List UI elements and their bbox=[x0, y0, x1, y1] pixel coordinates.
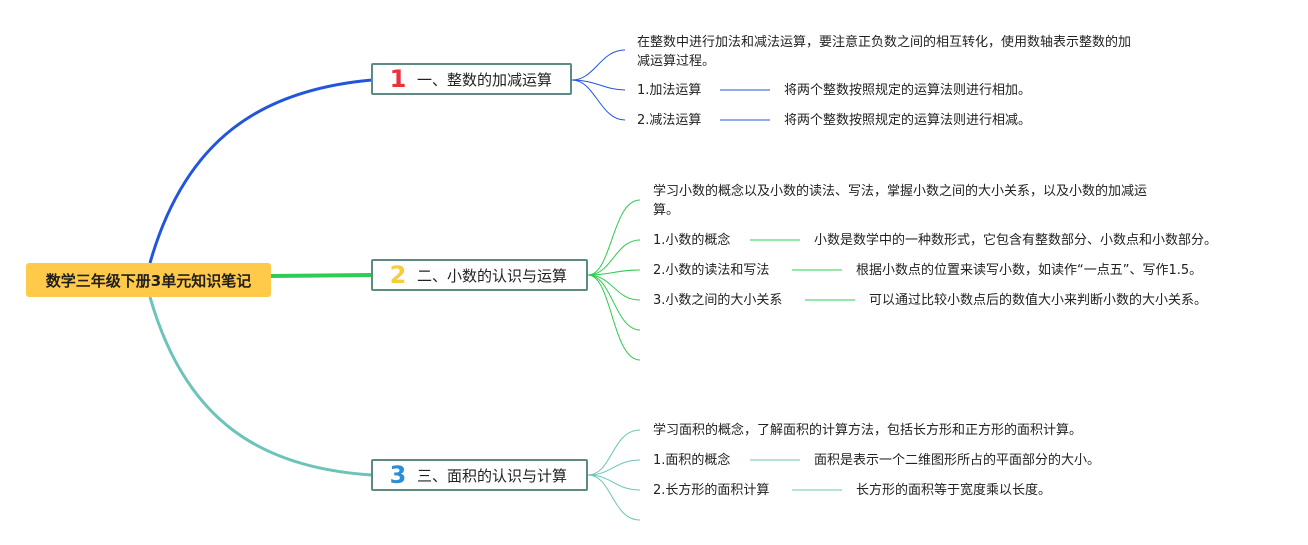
topic-3-summary: 学习面积的概念，了解面积的计算方法，包括长方形和正方形的面积计算。 bbox=[653, 423, 1083, 438]
root-label: 数学三年级下册3单元知识笔记 bbox=[45, 271, 252, 290]
root-node[interactable]: 数学三年级下册3单元知识笔记 bbox=[26, 263, 271, 297]
topic-1-summary: 在整数中进行加法和减法运算，要注意正负数之间的相互转化，使用数轴表示整数的加减运… bbox=[637, 35, 1132, 69]
topic-2-item-3-name: 3.小数之间的大小关系 bbox=[653, 293, 783, 308]
number-1-badge-icon: 1 bbox=[389, 65, 407, 93]
topic-node-2[interactable]: 2 二、小数的认识与运算 bbox=[371, 259, 588, 291]
topic-2-item-1-name: 1.小数的概念 bbox=[653, 233, 731, 248]
topic-2-item-3-desc: 可以通过比较小数点后的数值大小来判断小数的大小关系。 bbox=[869, 293, 1208, 308]
topic-1-item-1-desc: 将两个整数按照规定的运算法则进行相加。 bbox=[784, 83, 1032, 98]
topic-1-item-1-name: 1.加法运算 bbox=[637, 83, 702, 98]
topic-1-label: 一、整数的加减运算 bbox=[417, 70, 553, 89]
topic-node-3[interactable]: 3 三、面积的认识与计算 bbox=[371, 459, 588, 491]
topic-2-item-1-desc: 小数是数学中的一种数形式，它包含有整数部分、小数点和小数部分。 bbox=[814, 233, 1218, 248]
topic-3-item-1-desc: 面积是表示一个二维图形所占的平面部分的大小。 bbox=[814, 453, 1101, 468]
branch-line-3 bbox=[148, 296, 373, 477]
topic-3-item-1-name: 1.面积的概念 bbox=[653, 453, 731, 468]
topic-2-item-2-name: 2.小数的读法和写法 bbox=[653, 263, 770, 278]
number-3-badge-icon: 3 bbox=[389, 461, 407, 489]
topic-2-label: 二、小数的认识与运算 bbox=[417, 266, 568, 285]
topic-3-links bbox=[587, 429, 842, 521]
branch-line-1 bbox=[148, 78, 373, 264]
topic-3-item-2-desc: 长方形的面积等于宽度乘以长度。 bbox=[856, 483, 1052, 498]
branch-line-2 bbox=[270, 273, 373, 278]
topic-node-1[interactable]: 1 一、整数的加减运算 bbox=[371, 63, 572, 95]
topic-3-label: 三、面积的认识与计算 bbox=[417, 466, 568, 485]
topic-2-summary: 学习小数的概念以及小数的读法、写法，掌握小数之间的大小关系，以及小数的加减运算。 bbox=[653, 184, 1148, 218]
topic-1-item-2-desc: 将两个整数按照规定的运算法则进行相减。 bbox=[784, 113, 1032, 128]
topic-1-item-2-name: 2.减法运算 bbox=[637, 113, 702, 128]
number-2-badge-icon: 2 bbox=[389, 261, 407, 289]
topic-1-links bbox=[571, 49, 770, 121]
topic-2-item-2-desc: 根据小数点的位置来读写小数，如读作“一点五”、写作1.5。 bbox=[856, 263, 1203, 278]
topic-2-links bbox=[587, 199, 855, 361]
topic-3-item-2-name: 2.长方形的面积计算 bbox=[653, 483, 770, 498]
